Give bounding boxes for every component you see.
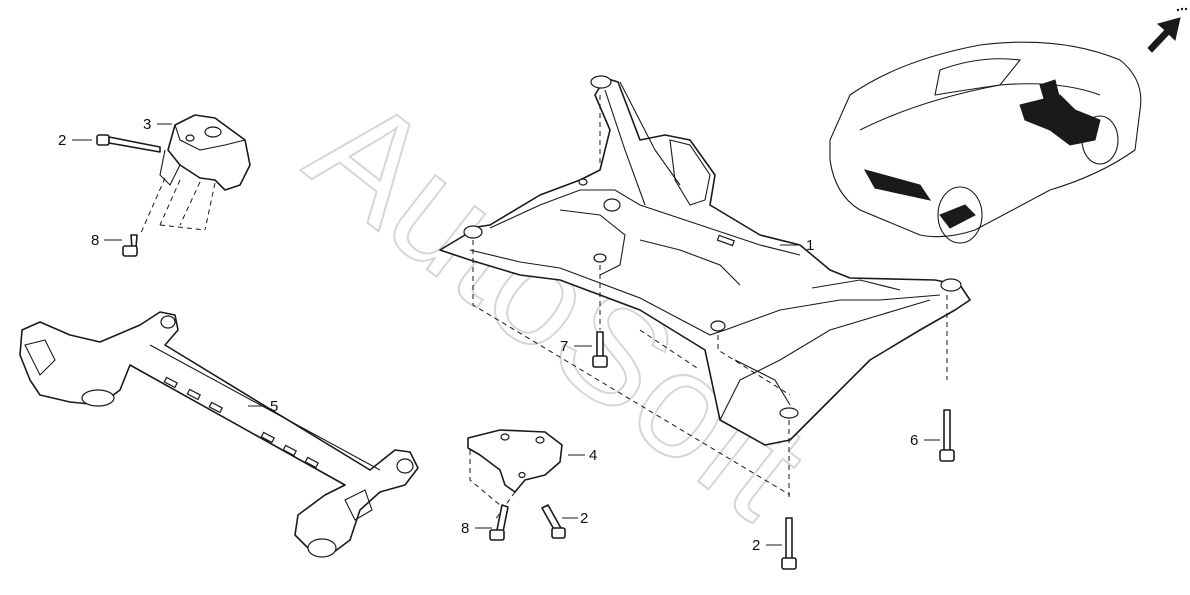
callout-8-lower: 8 [461, 520, 469, 537]
bolt-lower-small: 8 [461, 504, 509, 541]
front-direction-arrow-icon [1147, 7, 1188, 53]
callout-7: 7 [560, 338, 568, 355]
subframe: 1 [439, 75, 971, 500]
callout-2-bottom-mid: 2 [580, 510, 588, 527]
callout-3-group: 3 [143, 116, 172, 133]
bolt-top-left: 2 [58, 132, 161, 153]
bolt-bottom-right: 2 [752, 517, 797, 570]
callout-1: 1 [806, 237, 814, 254]
mount-bracket-lower: 4 [467, 429, 597, 521]
callout-3: 3 [143, 116, 151, 133]
mount-bracket-upper [139, 114, 251, 236]
callout-2-bottom-right: 2 [752, 537, 760, 554]
bolt-center: 7 [560, 331, 608, 368]
bolt-right: 6 [910, 409, 955, 462]
rear-axle-beam: 5 [19, 311, 419, 558]
vehicle-locator-icon [829, 41, 1142, 244]
bolt-bottom-mid: 2 [541, 504, 588, 539]
callout-5: 5 [270, 398, 278, 415]
callout-6: 6 [910, 432, 918, 449]
bolt-upper-left-small: 8 [91, 232, 138, 257]
callout-2-top-left: 2 [58, 132, 66, 149]
callout-8-upper: 8 [91, 232, 99, 249]
callout-4: 4 [589, 447, 597, 464]
